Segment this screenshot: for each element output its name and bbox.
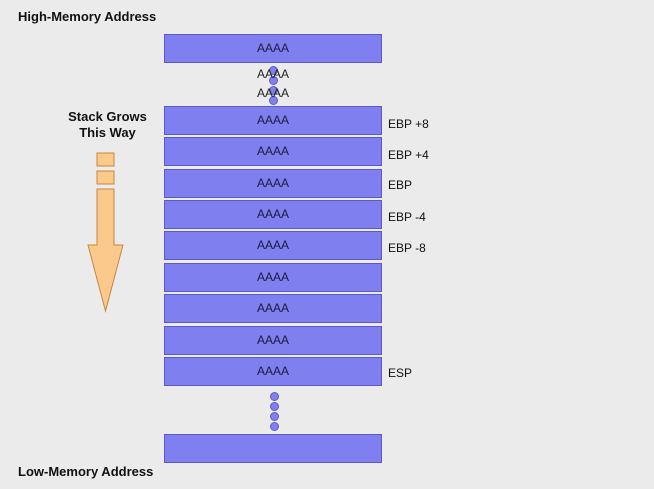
high-memory-label: High-Memory Address: [18, 9, 157, 24]
stack-slot: AAAA: [164, 231, 382, 260]
stack-slot: AAAA: [164, 357, 382, 386]
stack-slot-bottom: [164, 434, 382, 463]
offset-label: EBP -8: [388, 241, 426, 255]
stack-slot: AAAA: [164, 294, 382, 323]
stack-slot: AAAA: [164, 137, 382, 166]
ellipsis-dot: [270, 392, 279, 401]
ellipsis-dot: [269, 76, 278, 85]
stack-slot: AAAA: [164, 200, 382, 229]
offset-label: EBP +4: [388, 148, 429, 162]
offset-label: EBP: [388, 178, 413, 192]
stack-filler-text: AAAA: [256, 67, 289, 81]
stack-slot: AAAA: [164, 326, 382, 355]
ellipsis-dot: [270, 402, 279, 411]
stack-grows-line-2: This Way: [79, 125, 136, 140]
offset-label: EBP +8: [388, 117, 429, 131]
down-arrow-icon: [87, 152, 124, 313]
stack-grows-line-1: Stack Grows: [68, 109, 147, 124]
stack-slot: AAAA: [164, 169, 382, 198]
ellipsis-dot: [269, 86, 278, 95]
stack-slot: AAAA: [164, 106, 382, 135]
stack-grows-label: Stack Grows This Way: [55, 109, 160, 141]
ellipsis-dot: [270, 422, 279, 431]
ellipsis-dot: [270, 412, 279, 421]
low-memory-label: Low-Memory Address: [18, 464, 154, 479]
esp-label: ESP: [388, 366, 413, 380]
stack-slot-top: AAAA: [164, 34, 382, 63]
ellipsis-dot: [269, 66, 278, 75]
stack-slot: AAAA: [164, 263, 382, 292]
stack-filler-text: AAAA: [256, 86, 289, 100]
offset-label: EBP -4: [388, 210, 426, 224]
ellipsis-dot: [269, 96, 278, 105]
